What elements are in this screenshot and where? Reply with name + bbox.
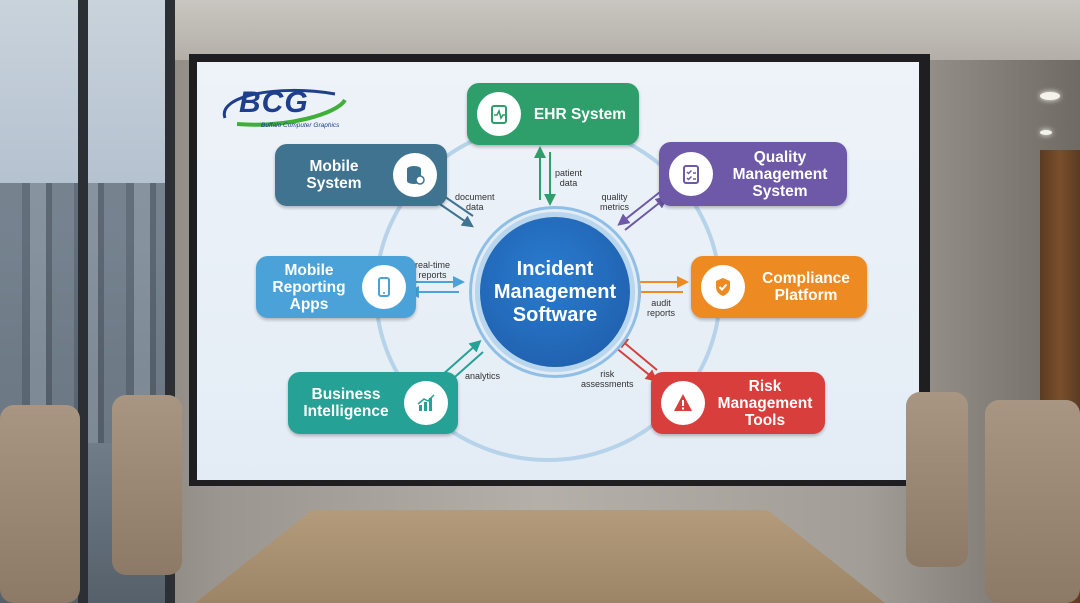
- conference-table: [195, 510, 885, 603]
- logo-subtitle: Buffalo Computer Graphics: [261, 122, 340, 129]
- logo-swoosh-icon: [222, 88, 347, 127]
- chair: [906, 392, 968, 567]
- warning-icon: [661, 381, 705, 425]
- arrow-to-quality: [624, 196, 668, 231]
- bar-chart-icon: [404, 381, 448, 425]
- chair: [112, 395, 182, 575]
- smartphone-icon: [362, 265, 406, 309]
- ceiling: [0, 0, 1080, 60]
- arrow-from-quality: [617, 191, 661, 226]
- ceiling-light: [1040, 92, 1060, 100]
- database-icon: [393, 153, 437, 197]
- node-ehr-system: EHR System: [467, 83, 639, 145]
- checklist-icon: [669, 152, 713, 196]
- arrow-from-risk: [616, 336, 658, 371]
- clipboard-pulse-icon: [477, 92, 521, 136]
- bcg-logo: BCG Buffalo Computer Graphics: [217, 84, 347, 134]
- flow-label-analytics: analytics: [465, 371, 501, 381]
- display-screen: BCG Buffalo Computer Graphics: [197, 62, 919, 480]
- window-mullion: [78, 0, 88, 603]
- window-mullion: [165, 0, 175, 603]
- chair: [0, 405, 80, 603]
- shield-check-icon: [701, 265, 745, 309]
- logo-text: BCG: [239, 86, 309, 119]
- ceiling-light: [1040, 130, 1052, 135]
- arrow-from-bi: [440, 340, 482, 377]
- chair: [985, 400, 1080, 603]
- arrow-to-risk: [614, 346, 658, 382]
